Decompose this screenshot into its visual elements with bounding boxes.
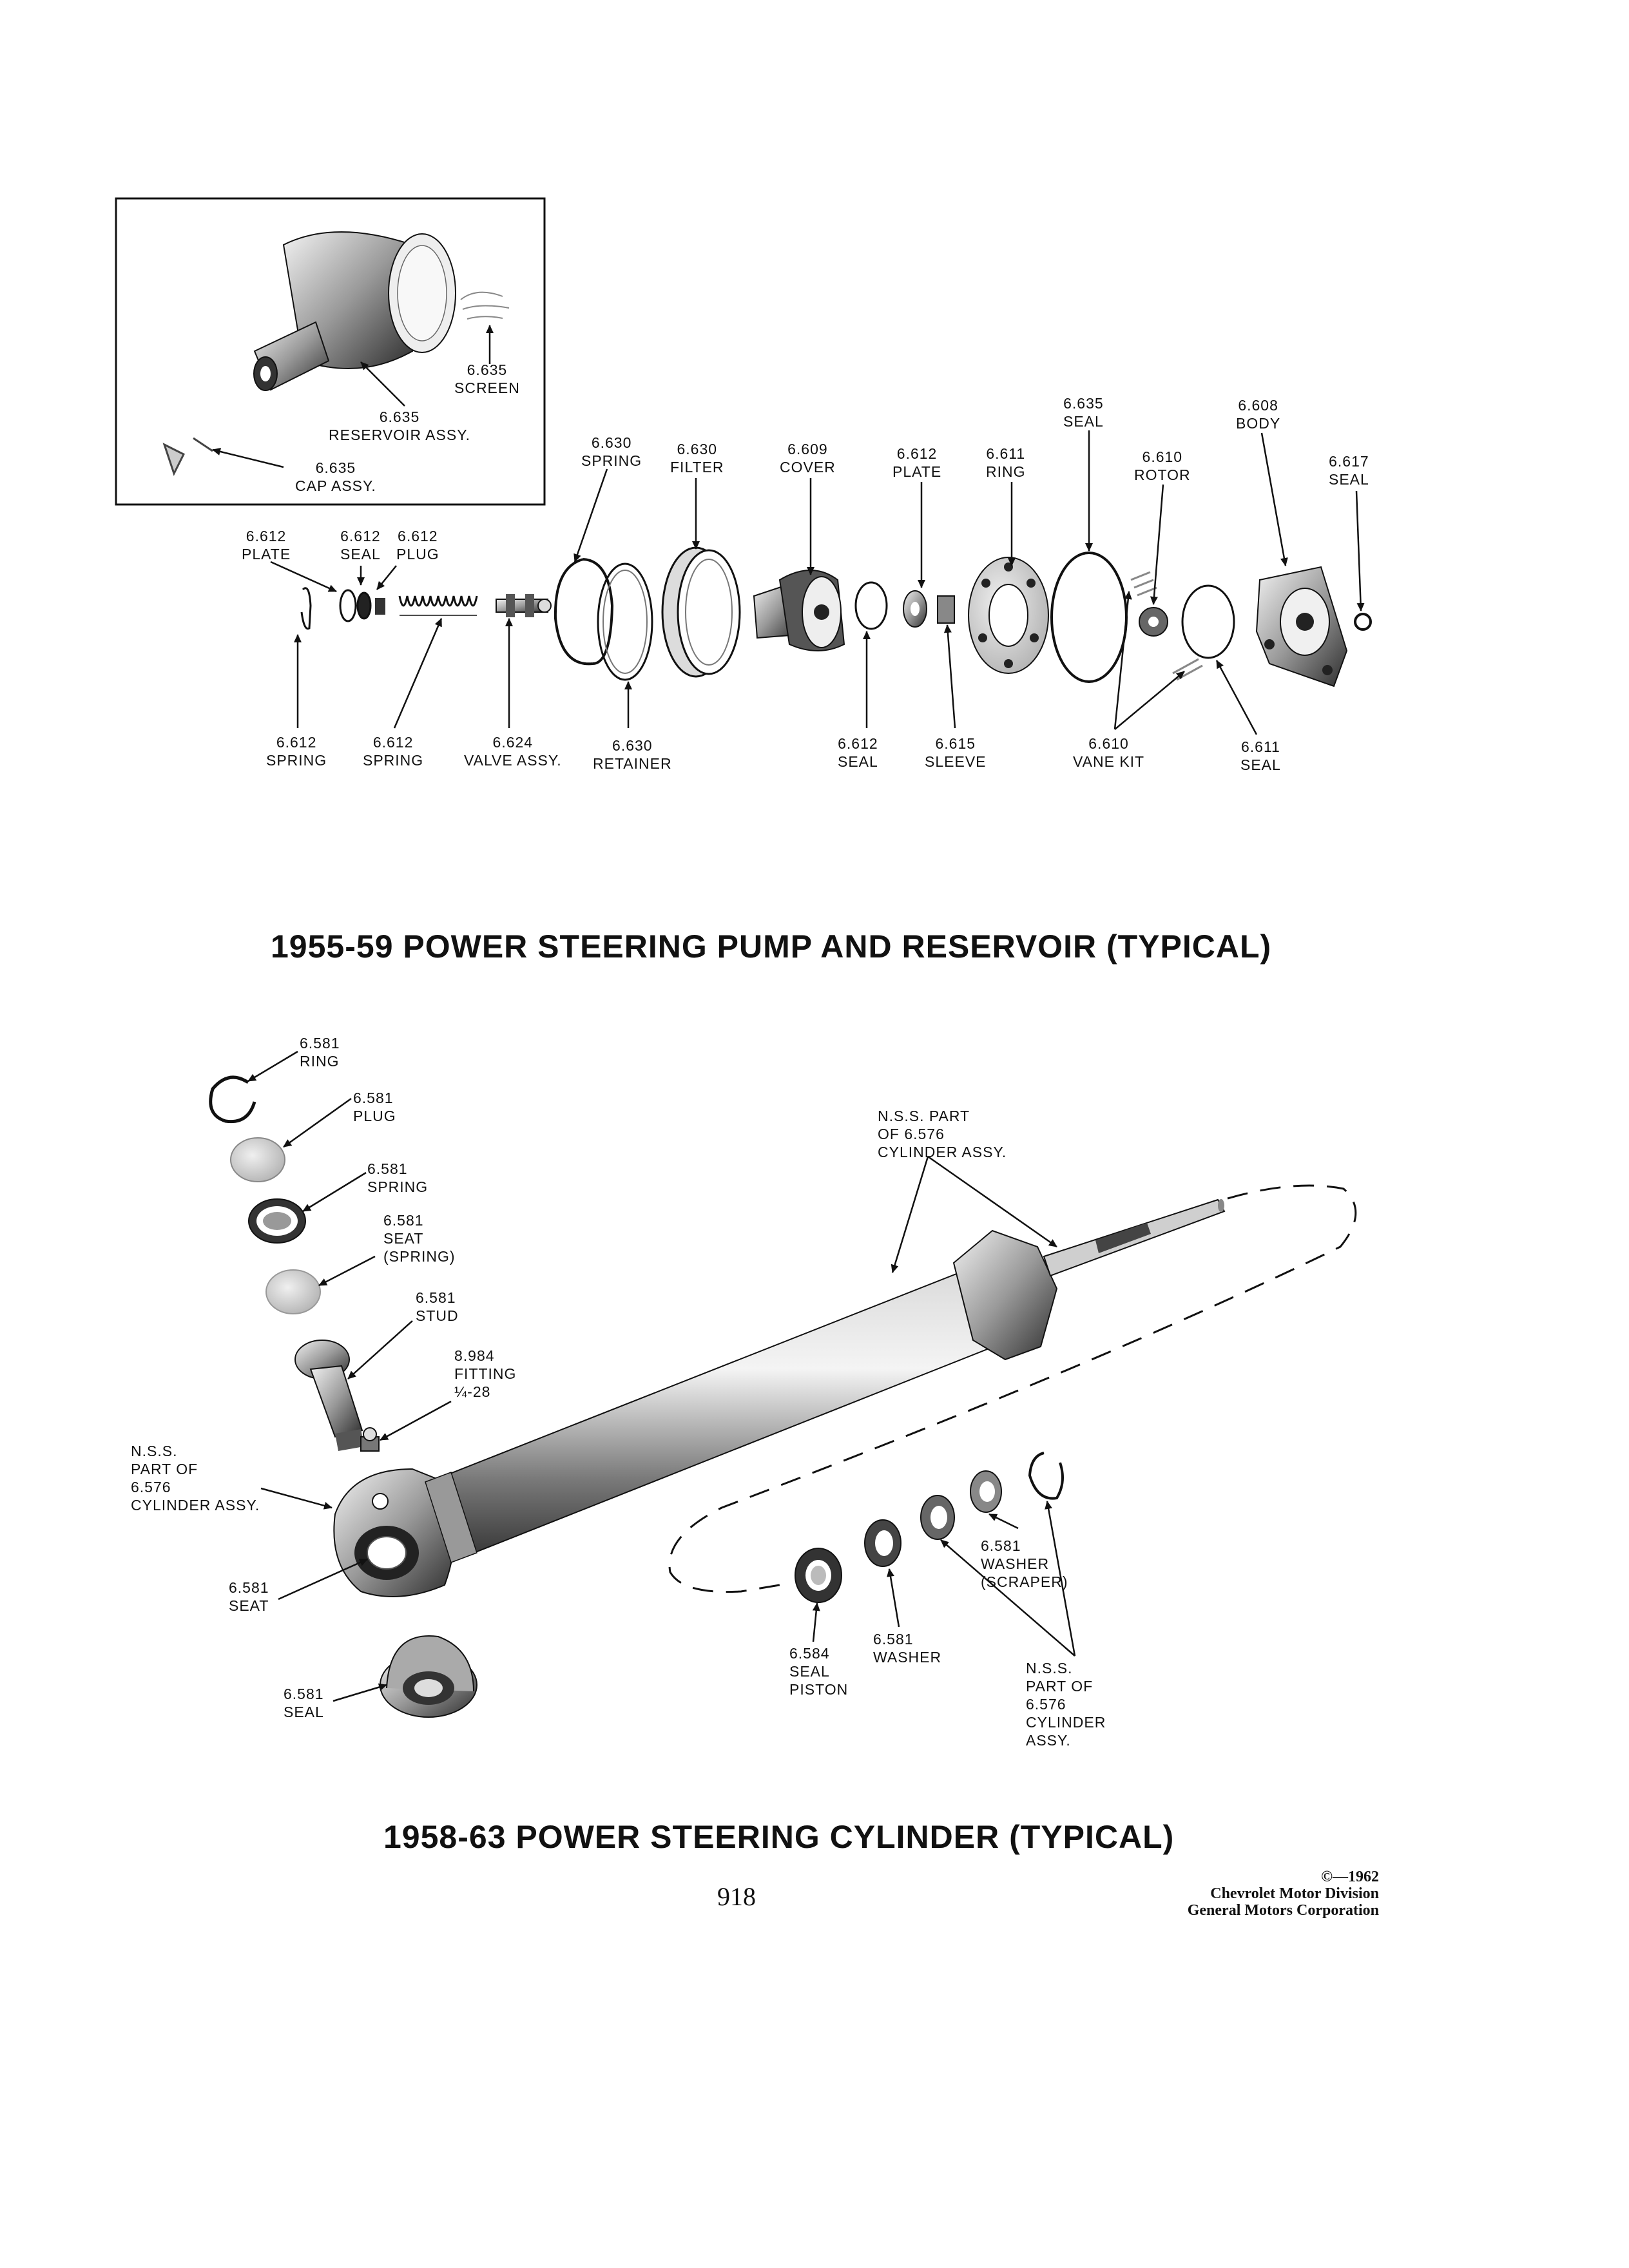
cyl-piston-seal-drawing <box>795 1548 842 1603</box>
plug-drawing <box>375 598 385 615</box>
cylinder-section-title: 1958-63 POWER STEERING CYLINDER (TYPICAL… <box>383 1819 1175 1855</box>
pump-section-title: 1955-59 POWER STEERING PUMP AND RESERVOI… <box>271 928 1272 965</box>
cyl-seat-spring-drawing <box>265 1269 321 1314</box>
rotor-drawing <box>1130 571 1203 681</box>
snap-ring-drawing <box>554 558 614 666</box>
seal-6612-drawing <box>339 589 357 622</box>
valve-assembly-drawing <box>496 594 552 617</box>
page-number: 918 <box>717 1882 756 1911</box>
cylinder-body-drawing <box>333 1198 1226 1597</box>
cap-drawing <box>162 437 213 476</box>
seal-ring-drawing <box>1181 584 1235 659</box>
pump-body-drawing <box>1255 566 1348 687</box>
cyl-washer2-drawing <box>920 1495 955 1540</box>
cyl-stud-drawing <box>294 1340 364 1451</box>
retainer-drawing <box>597 562 653 681</box>
plate-drawing <box>300 587 312 630</box>
cyl-washer-drawing <box>864 1519 901 1567</box>
tiny-seal-drawing <box>1354 613 1372 631</box>
cyl-scraper-washer-drawing <box>970 1470 1002 1513</box>
inset-frame <box>115 197 546 506</box>
cyl-fitting-drawing <box>360 1427 380 1452</box>
pump-plate-drawing <box>903 590 955 628</box>
dashed-assembly-path <box>668 1184 1357 1593</box>
coil-spring-drawing <box>398 595 478 616</box>
cyl-plug-drawing <box>230 1137 285 1182</box>
copyright-block: ©—1962 Chevrolet Motor Division General … <box>1187 1869 1379 1919</box>
screen-drawing <box>460 291 510 320</box>
filter-drawing <box>661 546 741 678</box>
cyl-cone-seal-drawing <box>380 1635 477 1718</box>
large-oring-drawing <box>1050 552 1128 683</box>
cyl-ring-drawing <box>209 1075 256 1124</box>
pump-ring-drawing <box>968 557 1049 674</box>
small-seal-drawing <box>854 581 888 630</box>
cyl-snap-ring-drawing <box>1028 1452 1064 1500</box>
cyl-spring-washer-drawing <box>248 1198 306 1244</box>
cover-drawing <box>753 570 845 651</box>
reservoir-assembly-drawing <box>253 231 456 391</box>
